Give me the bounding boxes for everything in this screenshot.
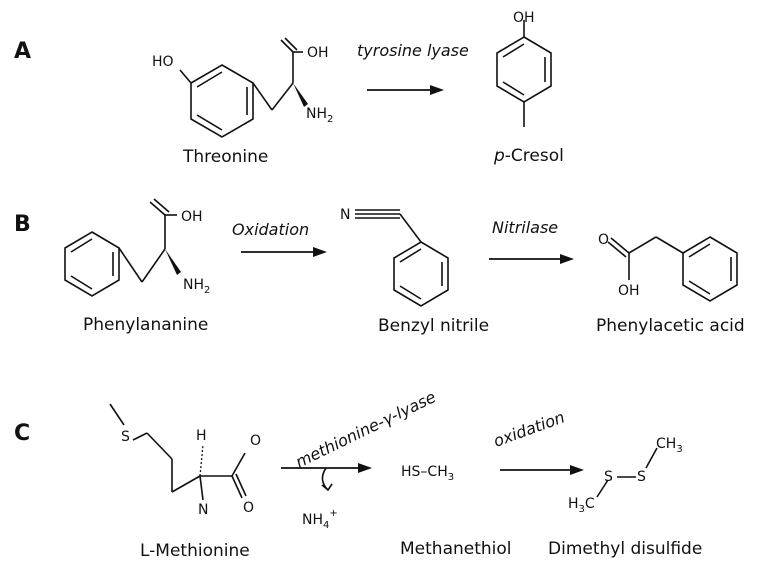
panel-c-product-name: Dimethyl disulfide [548, 539, 702, 559]
panel-a: A HO OH NH2 Threonine tyrosine lyase [14, 10, 564, 167]
panel-b-intermediate-structure [355, 209, 449, 307]
panel-c-product-ch3-top: CH3 [656, 436, 683, 455]
panel-b-letter: B [14, 212, 31, 237]
panel-a-hydroxyl-label: HO [152, 54, 174, 70]
panel-b-product-acid-oh-label: OH [618, 283, 640, 299]
panel-c-oxygen-bottom-label: O [243, 500, 254, 516]
panel-b-step2-enzyme-label: Nitrilase [492, 218, 558, 237]
panel-a-enzyme-label: tyrosine lyase [357, 41, 469, 60]
panel-c-hydrogen-label: H [196, 428, 207, 444]
panel-c-letter: C [14, 421, 30, 446]
panel-b-product-name: Phenylacetic acid [596, 316, 745, 336]
panel-a-substrate-structure [179, 37, 308, 138]
panel-a-amine-label: NH2 [306, 106, 333, 125]
panel-c-sulfur-label: S [121, 429, 130, 445]
panel-c-substrate-name: L-Methionine [140, 541, 250, 561]
panel-b-product-structure [607, 236, 738, 302]
panel-c-step1-enzyme-label: methionine-γ-lyase [292, 387, 438, 471]
panel-c-product-s2-label: S [637, 469, 646, 485]
panel-b: B OH NH2 Phenylananine Oxidation [14, 198, 745, 336]
panel-c-product-ch3-bottom: H3C [568, 496, 595, 515]
panel-a-product-structure [496, 20, 552, 127]
panel-c-methanethiol-formula: HS–CH3 [401, 464, 454, 483]
panel-c-product-structure [596, 447, 658, 498]
panel-b-intermediate-name: Benzyl nitrile [378, 316, 489, 336]
panel-b-amine-label: NH2 [183, 277, 210, 296]
panel-c-product-s1-label: S [604, 469, 613, 485]
panel-b-substrate-name: Phenylananine [83, 315, 208, 335]
panel-a-letter: A [14, 39, 31, 64]
panel-a-substrate-name: Threonine [182, 147, 268, 167]
panel-c-oxygen-top-label: O [250, 433, 261, 449]
panel-a-acid-oh-label: OH [307, 45, 329, 61]
panel-c-ammonium-label: NH4+ [302, 508, 338, 531]
panel-c-substrate-structure [109, 403, 247, 501]
panel-b-step1-enzyme-label: Oxidation [232, 220, 309, 239]
panel-c-intermediate-name: Methanethiol [400, 539, 512, 559]
panel-c-nitrogen-label: N [198, 502, 208, 518]
panel-b-product-carbonyl-o-label: O [598, 232, 609, 248]
panel-c-step2-enzyme-label: oxidation [491, 407, 567, 450]
panel-c: C S H O O N L-Methionine methionine-γ-ly… [14, 387, 702, 561]
panel-b-nitrile-n-label: N [340, 207, 350, 223]
panel-b-acid-oh-label: OH [181, 209, 203, 225]
panel-a-product-hydroxyl-label: OH [513, 10, 535, 26]
panel-a-product-name: p-Cresol [493, 146, 564, 166]
panel-b-substrate-structure [64, 198, 181, 297]
